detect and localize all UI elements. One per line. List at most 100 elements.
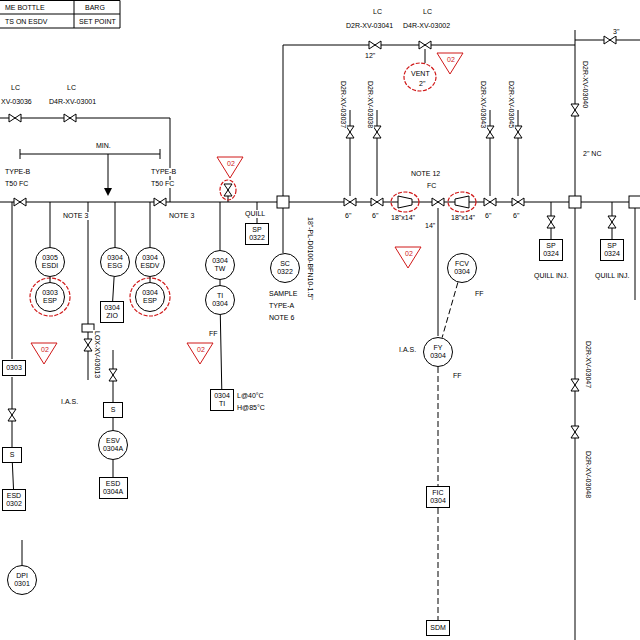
annotation-label: H@85°C — [236, 404, 266, 412]
process-line — [220, 315, 221, 389]
annotation-label: SET POINT — [78, 18, 117, 26]
tag-text: SDM — [430, 624, 446, 632]
tag-text-group: ESD0302 — [6, 492, 22, 508]
tag-text-group: SP0324 — [543, 242, 559, 258]
tag-text: FIC — [430, 489, 446, 497]
tag-text-group: 0305ESDI — [42, 254, 58, 270]
tag-text: SC — [277, 260, 293, 268]
tag-text: FCV — [454, 260, 470, 268]
annotation-label: 6" — [484, 212, 492, 220]
tag-text: 0304A — [103, 488, 123, 496]
annotation-label: FF — [452, 372, 463, 380]
tag-text: 0302 — [6, 500, 22, 508]
tag-text-group: 0304ESP — [142, 289, 158, 305]
annotation-label: 3" — [612, 28, 620, 36]
tag-text: DPI — [14, 572, 30, 580]
annotation-label: I.A.S. — [398, 346, 417, 354]
annotation-label: 18"x14" — [450, 214, 476, 222]
tag-text: 0322 — [249, 234, 265, 242]
annotation-label: BARG — [84, 4, 106, 12]
annotation-label: LC — [10, 84, 21, 92]
tag-text: TI — [212, 292, 228, 300]
annotation-label: T50 FC — [150, 180, 175, 188]
tag-text-group: TI0304 — [212, 292, 228, 308]
instrument-box: FIC0304 — [426, 486, 450, 508]
tag-text-group: FIC0304 — [430, 489, 446, 505]
instrument-box: 0304ZIO — [100, 301, 124, 323]
tag-text: 0304 — [212, 257, 228, 265]
tag-text-group: 0304TW — [212, 257, 228, 273]
annotation-label: NOTE 12 — [410, 170, 441, 178]
annotation-label: FF — [208, 330, 219, 338]
annotation-label: QUILL — [244, 210, 266, 218]
tag-text: 0304 — [140, 254, 159, 262]
tag-text: 0303 — [6, 364, 22, 372]
tag-text-group: 0303ESP — [42, 289, 58, 305]
tag-text: 0301 — [14, 580, 30, 588]
annotation-label: MIN. — [95, 142, 112, 150]
tag-text: 0324 — [543, 250, 559, 258]
annotation-label: ME BOTTLE — [4, 4, 46, 12]
annotation-label: L@40°C — [236, 392, 265, 400]
annotation-label: VENT — [410, 70, 431, 78]
instrument-box: 0303 — [2, 360, 26, 376]
annotation-label: D4R-XV-03001 — [48, 98, 97, 106]
tag-text-group: ESD0304A — [103, 480, 123, 496]
tag-text: ZIO — [104, 312, 120, 320]
instrument-bubble: DPI0301 — [7, 565, 37, 595]
annotation-label: D4R-XV-03002 — [402, 22, 451, 30]
tag-text: 0304 — [107, 254, 123, 262]
annotation-label: D2R-XV-03048 — [584, 450, 592, 499]
instrument-bubble: TI0304 — [205, 285, 235, 315]
instrument-bubble: 0304ESG — [100, 247, 130, 277]
annotation-label: XV-03036 — [0, 98, 33, 106]
process-line — [113, 277, 114, 301]
revision-number: 02 — [404, 250, 414, 258]
tag-text-group: SDM — [430, 624, 446, 632]
tag-text: 0305 — [42, 254, 58, 262]
annotation-label: QUILL INJ. — [533, 272, 569, 280]
tag-text: ESV — [103, 437, 123, 445]
annotation-label: D2R-XV-03043 — [479, 80, 487, 129]
annotation-label: D2R-XV-03037 — [339, 80, 347, 129]
instrument-bubble: SC0322 — [270, 253, 300, 283]
instrument-bubble: FY0304 — [423, 337, 453, 367]
tag-text-group: 0304ESG — [107, 254, 123, 270]
annotation-label: TYPE-A — [268, 302, 295, 310]
tag-text: 0322 — [277, 268, 293, 276]
instrument-box: ESD0302 — [2, 489, 26, 511]
tag-text: ESDI — [42, 262, 58, 270]
tag-text-group: 0304ESDV — [140, 254, 159, 270]
tag-text-group: 0304ZIO — [104, 304, 120, 320]
annotation-label: T50 FC — [4, 180, 29, 188]
tag-text-group: SP0324 — [604, 242, 620, 258]
tag-text: ESG — [107, 262, 123, 270]
annotation-label: LC — [66, 84, 77, 92]
tag-text: FY — [430, 344, 446, 352]
annotation-label: NOTE 3 — [168, 212, 195, 220]
tag-text: ESP — [42, 297, 58, 305]
tag-text-group: SP0322 — [249, 226, 265, 242]
tag-text: SP — [543, 242, 559, 250]
tag-text: ESD — [6, 492, 22, 500]
tag-text: 0304 — [104, 304, 120, 312]
tag-text: SP — [249, 226, 265, 234]
instrument-box: SP0324 — [539, 239, 563, 261]
tag-text-group: S — [10, 451, 15, 459]
tag-text: 0304 — [430, 497, 446, 505]
tag-text-group: S — [111, 406, 116, 414]
annotation-label: LC — [372, 8, 383, 16]
tag-text-group: ESV0304A — [103, 437, 123, 453]
annotation-label: 18"-PL-D0100-BFN10-1.5" — [306, 216, 314, 301]
signal-line — [438, 508, 439, 620]
annotation-label: 6" — [512, 212, 520, 220]
instrument-box: SP0322 — [245, 223, 269, 245]
instrument-box: S — [2, 447, 22, 463]
tag-text: ESP — [142, 297, 158, 305]
instrument-bubble: 0305ESDI — [35, 247, 65, 277]
signal-line — [438, 367, 439, 486]
instrument-bubble: 0304ESP — [135, 282, 165, 312]
